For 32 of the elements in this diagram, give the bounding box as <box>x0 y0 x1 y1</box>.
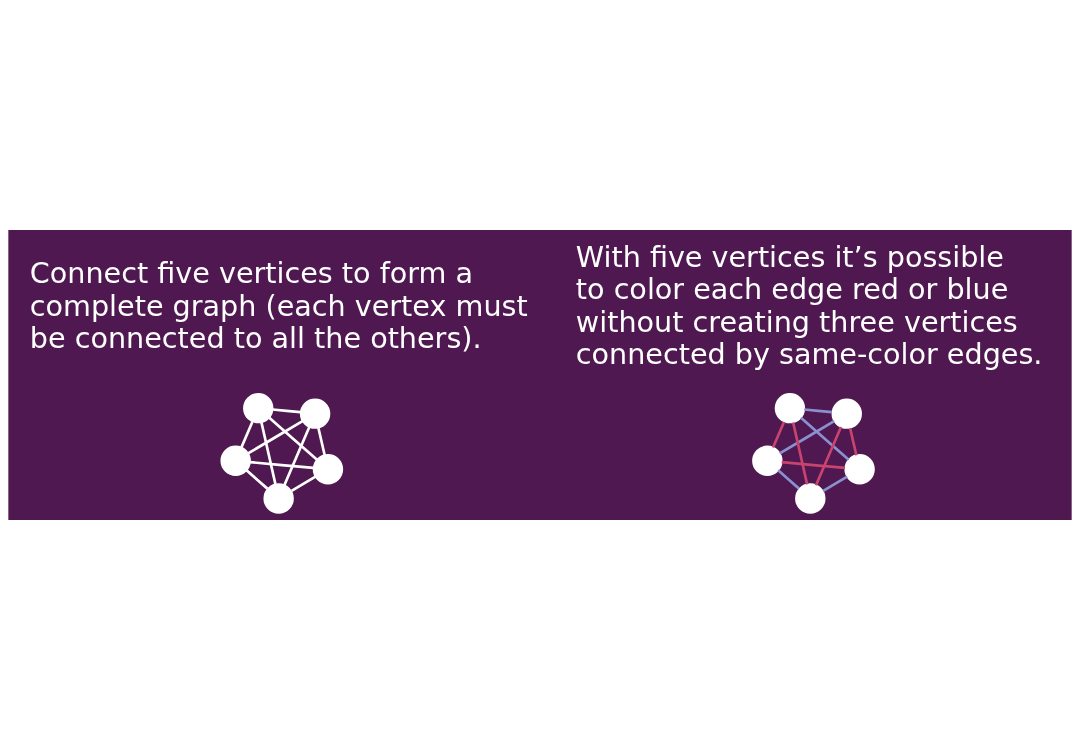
connector <box>272 407 301 414</box>
connector <box>822 475 848 492</box>
node-circle <box>312 453 344 484</box>
connector <box>800 416 850 461</box>
connector <box>791 421 809 485</box>
connector <box>283 426 311 486</box>
connector <box>781 460 846 469</box>
connector <box>317 427 326 456</box>
node-circle <box>831 397 862 429</box>
connector <box>771 420 786 448</box>
node-circle <box>243 392 274 423</box>
node-circle <box>844 453 875 484</box>
connector <box>240 420 254 448</box>
connector <box>777 468 800 490</box>
connector <box>804 407 832 414</box>
node-circle <box>220 445 251 476</box>
node-circle <box>752 445 783 476</box>
label: With five vertices it’s possible to color each edge red or blue without creating three vertices connected by same-color edges. <box>575 239 1043 371</box>
connector <box>290 475 317 492</box>
connector <box>814 426 843 486</box>
node-circle <box>263 482 294 514</box>
node-circle <box>774 392 806 423</box>
connector <box>249 460 314 469</box>
connector <box>260 421 277 485</box>
connector <box>247 419 304 455</box>
connector <box>848 427 858 456</box>
connector <box>245 468 269 490</box>
connector <box>268 416 318 461</box>
connector <box>779 419 835 455</box>
node-circle <box>299 397 331 429</box>
node-circle <box>795 482 826 514</box>
label: Connect five vertices to form a complete graph (each vertex must be connected to all the others). <box>29 255 528 355</box>
